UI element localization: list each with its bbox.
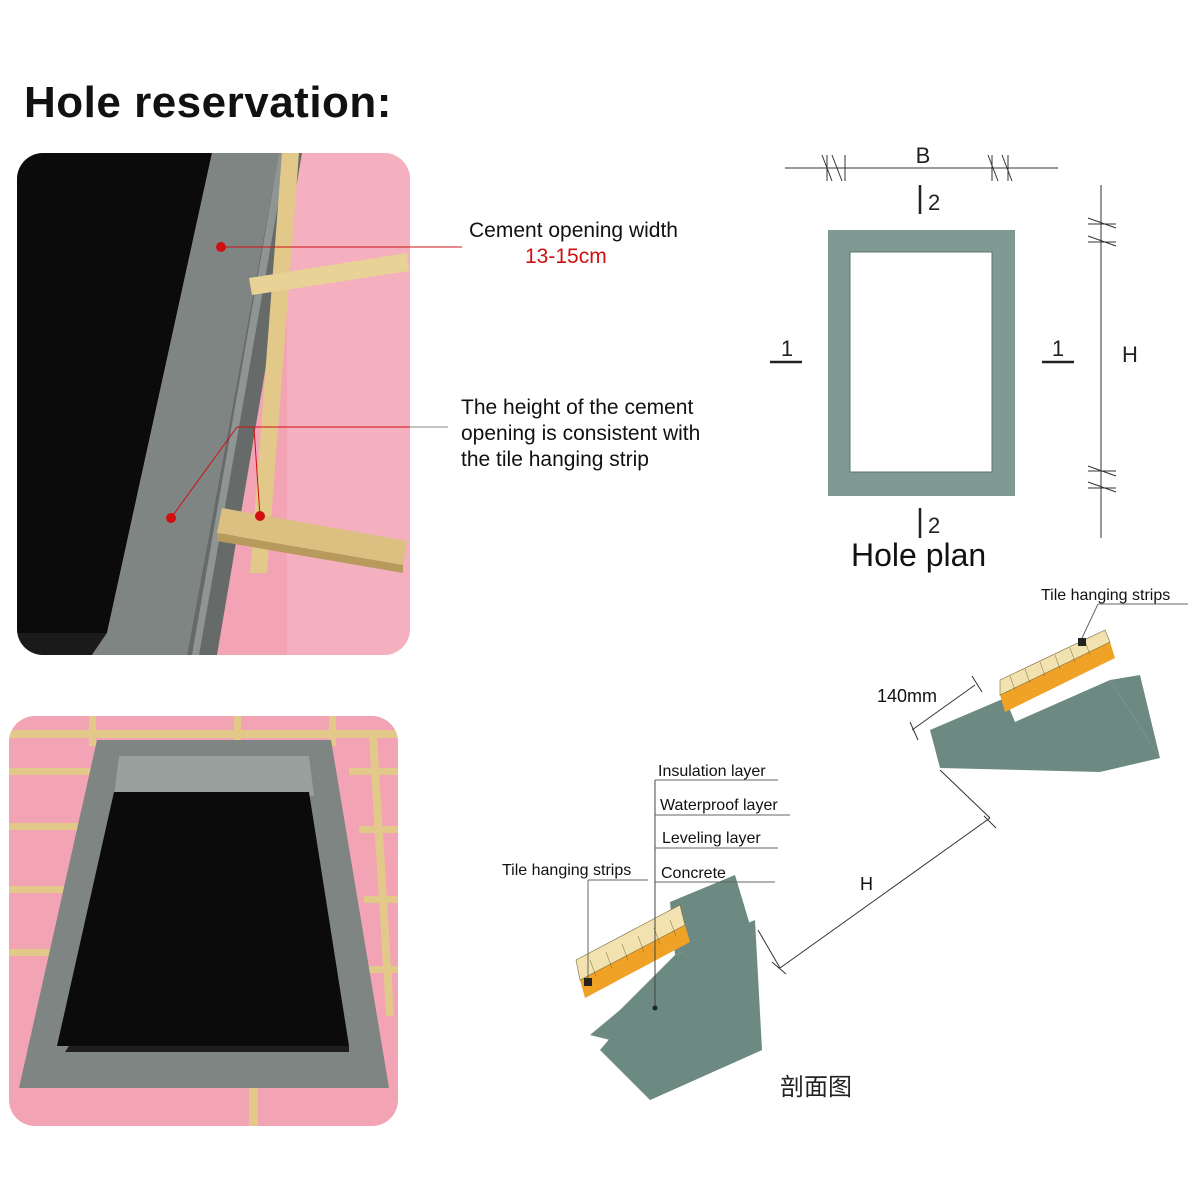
layer-leveling: Leveling layer: [662, 830, 761, 847]
callout-width-label: Cement opening width: [469, 219, 678, 242]
hole-plan-title: Hole plan: [851, 537, 987, 573]
photo-cement-edge: [17, 153, 410, 655]
layer-waterproof: Waterproof layer: [660, 797, 778, 814]
section-marker-2-top: 2: [928, 190, 940, 215]
callout-height: The height of the cement opening is cons…: [461, 395, 700, 473]
photo-finished-opening: [9, 716, 398, 1126]
main-title: Hole reservation:: [24, 78, 392, 127]
photo-cement-edge-art: [17, 153, 410, 655]
dim-b-label: B: [916, 143, 931, 168]
layer-insulation: Insulation layer: [658, 763, 766, 780]
callout-width: Cement opening width 13-15cm: [469, 218, 678, 270]
tile-strips-upper-label: Tile hanging strips: [1041, 587, 1170, 604]
callout-height-line1: The height of the cement: [461, 396, 694, 419]
layer-concrete: Concrete: [661, 865, 726, 882]
section-marker-1-right: 1: [1052, 336, 1064, 361]
section-caption: 剖面图: [780, 1074, 852, 1101]
dim-h-label-plan: H: [1122, 342, 1138, 367]
dim-h-label-section: H: [860, 874, 873, 894]
callout-width-value: 13-15cm: [525, 245, 607, 268]
hole-plan-diagram: B 2 1 1 2 H: [770, 143, 1138, 538]
callout-height-line2: opening is consistent with: [461, 422, 701, 445]
photo-finished-opening-art: [9, 716, 398, 1126]
leader-lines: [410, 246, 462, 428]
section-marker-1-left: 1: [781, 336, 793, 361]
callout-height-line3: the tile hanging strip: [461, 448, 649, 471]
section-diagram: Tile hanging strips 140mm H Tile hanging…: [502, 587, 1188, 1101]
tile-strips-lower-label: Tile hanging strips: [502, 862, 631, 879]
section-marker-2-bottom: 2: [928, 513, 940, 538]
dim-140mm-label: 140mm: [877, 686, 937, 706]
